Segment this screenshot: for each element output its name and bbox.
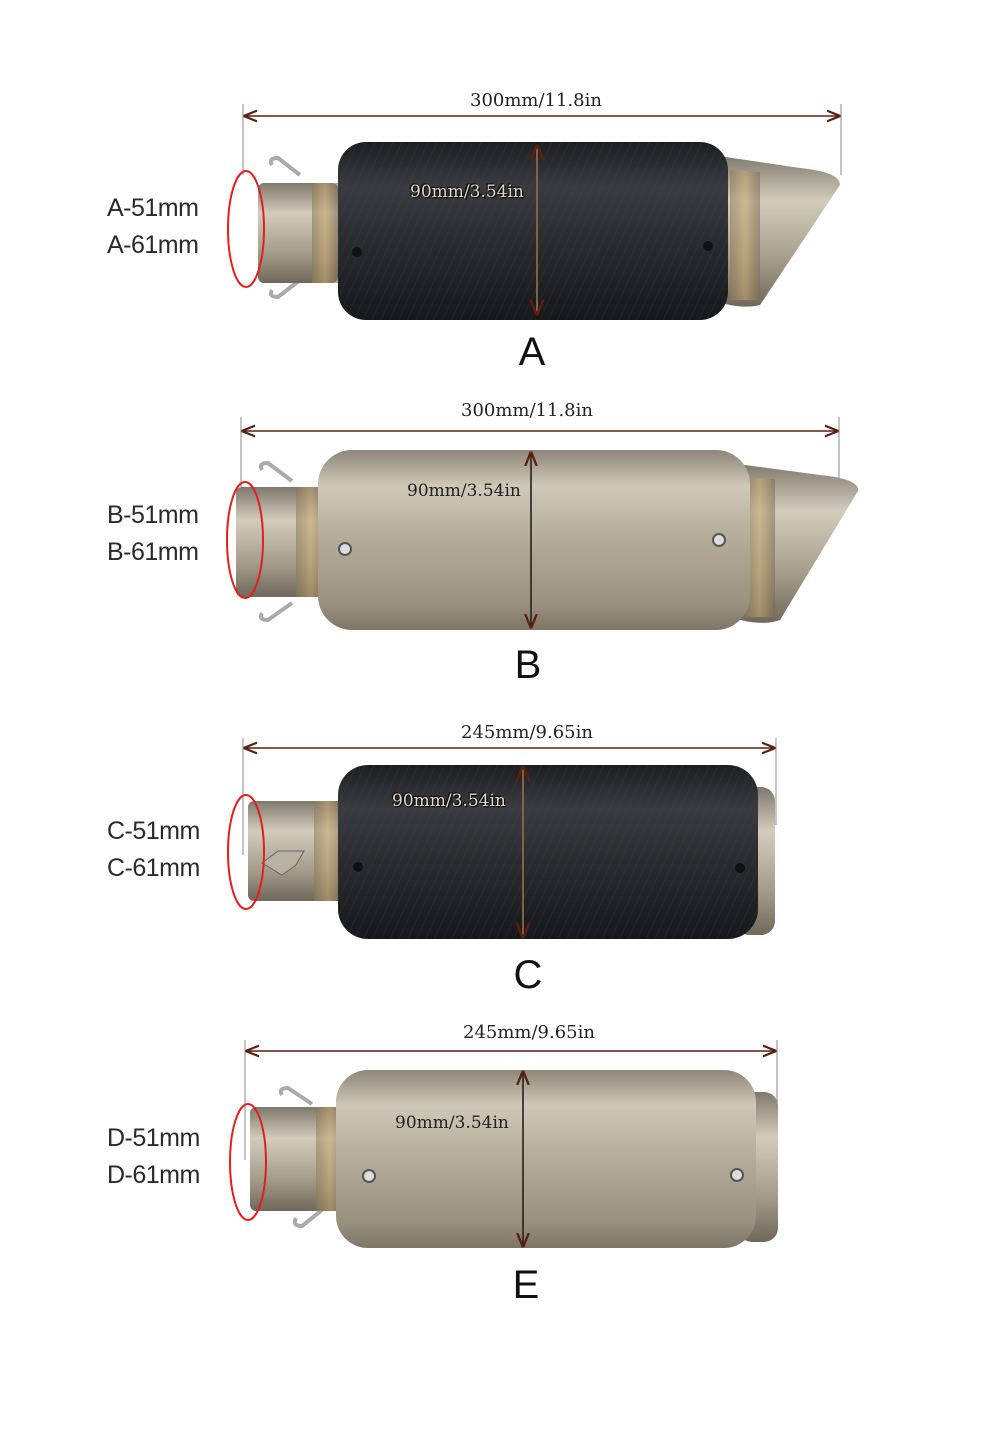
muffler-panel-a: 300mm/11.8in 90mm/3.54in A-51mm A-61mm A [0, 0, 1000, 374]
clamp-hook-top [278, 1085, 314, 1106]
inlet-highlight-circle [229, 1103, 267, 1221]
outlet-weld [745, 477, 775, 617]
muffler-d-drawing [229, 1040, 778, 1248]
length-label: 300mm/11.8in [461, 400, 593, 421]
inlet-size-list: B-51mm B-61mm [107, 497, 237, 571]
outlet-weld [730, 170, 760, 300]
inlet-size-list: C-51mm C-61mm [107, 813, 237, 887]
inlet-weld [312, 183, 338, 283]
diameter-label: 90mm/3.54in [392, 791, 506, 811]
inlet-highlight-circle [227, 170, 265, 288]
inlet-size-61: D-61mm [107, 1161, 200, 1189]
diameter-label: 90mm/3.54in [407, 481, 521, 501]
inlet-weld [314, 801, 342, 901]
length-label: 245mm/9.65in [461, 722, 593, 743]
muffler-panel-d: 245mm/9.65in 90mm/3.54in D-51mm D-61mm E [0, 1020, 1000, 1320]
inlet-size-list: D-51mm D-61mm [107, 1120, 237, 1194]
muffler-panel-c: 245mm/9.65in 90mm/3.54in C-51mm C-61mm C [0, 715, 1000, 1005]
inlet-size-61: B-61mm [107, 538, 199, 566]
inlet-size-61: A-61mm [107, 231, 199, 259]
carbon-weave [338, 765, 758, 939]
muffler-a-drawing [227, 104, 842, 320]
rivet [735, 863, 745, 873]
model-letter: B [514, 643, 542, 687]
muffler-body-titanium [336, 1070, 756, 1248]
clamp-hook [261, 850, 305, 876]
clamp-hook-bottom [268, 278, 302, 300]
rivet [352, 247, 362, 257]
inlet-size-51: C-51mm [107, 817, 200, 845]
rivet [712, 533, 726, 547]
inlet-highlight-circle [227, 794, 265, 910]
length-label: 245mm/9.65in [463, 1022, 595, 1043]
inlet-size-51: A-51mm [107, 194, 199, 222]
inlet-size-51: D-51mm [107, 1124, 200, 1152]
inlet-highlight-circle [226, 481, 264, 599]
muffler-c-drawing [227, 738, 777, 939]
inlet-size-61: C-61mm [107, 854, 200, 882]
length-label: 300mm/11.8in [470, 90, 602, 111]
muffler-panel-b: 300mm/11.8in 90mm/3.54in B-51mm B-61mm B [0, 395, 1000, 695]
rivet [338, 542, 352, 556]
rivet [353, 862, 363, 872]
inlet-size-list: A-51mm A-61mm [107, 190, 237, 264]
model-letter: E [512, 1263, 540, 1307]
clamp-hook-top [258, 460, 294, 483]
muffler-body-titanium [318, 450, 750, 630]
inlet-size-51: B-51mm [107, 501, 199, 529]
clamp-hook-bottom [292, 1208, 324, 1229]
diameter-label: 90mm/3.54in [410, 182, 524, 202]
carbon-weave [338, 142, 728, 320]
clamp-hook-top [268, 155, 302, 177]
clamp-hook-bottom [258, 601, 294, 623]
model-letter: C [513, 953, 543, 997]
muffler-b-drawing [226, 417, 859, 630]
diameter-label: 90mm/3.54in [395, 1113, 509, 1133]
rivet [730, 1168, 744, 1182]
rivet [362, 1169, 376, 1183]
model-letter: A [518, 330, 546, 374]
rivet [703, 241, 713, 251]
